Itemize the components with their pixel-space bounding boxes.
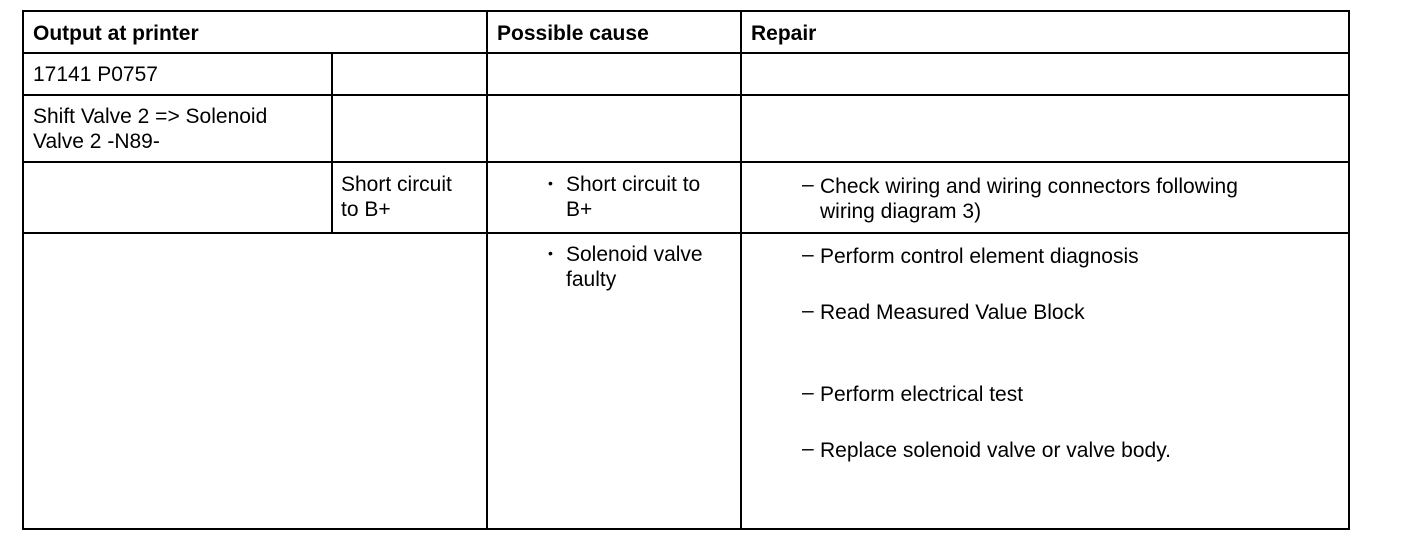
dash-icon: –	[802, 173, 814, 196]
component-name-line2: Valve 2 -N89-	[33, 130, 160, 153]
fault-type-line1: Short circuit	[341, 173, 452, 196]
repair-text-line2: wiring diagram 3)	[820, 200, 982, 223]
dash-icon: –	[802, 437, 814, 460]
repair-text: Replace solenoid valve or valve body.	[820, 439, 1171, 462]
cause-text-line1: Solenoid valve	[566, 243, 703, 266]
bullet-icon: •	[548, 175, 553, 191]
component-name-line1: Shift Valve 2 => Solenoid	[33, 105, 268, 128]
repair-text: Perform control element diagnosis	[820, 245, 1139, 268]
fault-code: 17141 P0757	[33, 63, 158, 86]
dash-icon: –	[802, 243, 814, 266]
cause-text-line2: faulty	[566, 268, 617, 291]
repair-text-line1: Check wiring and wiring connectors follo…	[820, 175, 1238, 198]
dash-icon: –	[802, 381, 814, 404]
col-rule-sub	[331, 52, 333, 234]
dash-icon: –	[802, 299, 814, 322]
bullet-icon: •	[548, 245, 553, 261]
fault-table	[22, 10, 1350, 530]
row-rule-1	[22, 94, 1350, 96]
repair-text: Read Measured Value Block	[820, 301, 1085, 324]
fault-type-line2: to B+	[341, 198, 391, 221]
repair-text: Perform electrical test	[820, 383, 1024, 406]
header-repair: Repair	[751, 22, 817, 45]
header-output: Output at printer	[33, 22, 199, 45]
cause-text-line1: Short circuit to	[566, 173, 701, 196]
header-rule	[22, 52, 1350, 54]
col-rule-cause	[486, 10, 488, 530]
header-cause: Possible cause	[497, 22, 649, 45]
cause-text-line2: B+	[566, 198, 593, 221]
row-rule-3	[22, 232, 1350, 234]
col-rule-repair	[740, 10, 742, 530]
row-rule-2	[22, 161, 1350, 163]
